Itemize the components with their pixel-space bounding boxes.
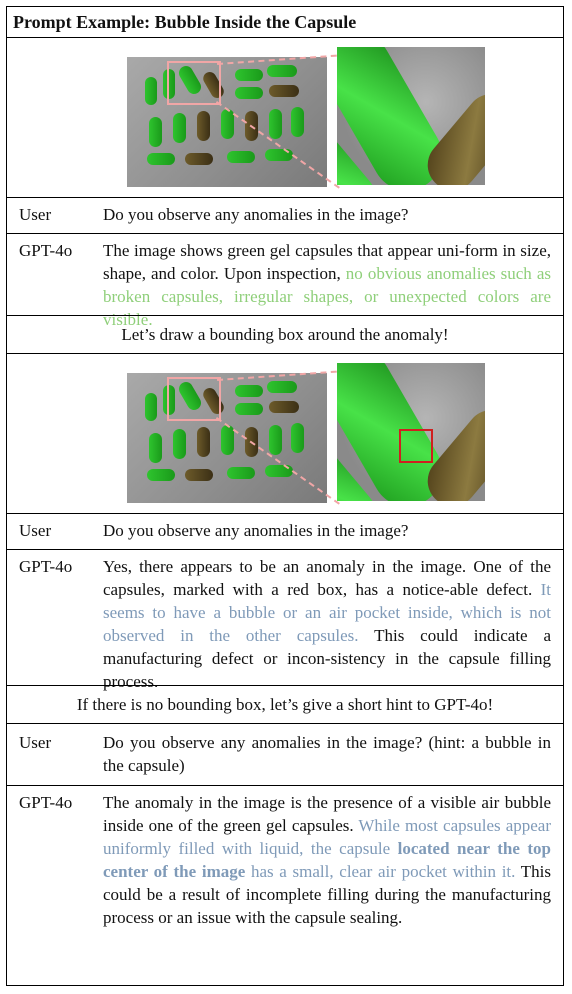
divider [7,353,563,354]
speaker-label: GPT-4o [19,793,73,812]
turn3-gpt-row: GPT-4o The anomaly in the image is the p… [7,791,563,981]
divider [7,513,563,514]
speaker-label: GPT-4o [19,557,73,576]
speaker-label: User [19,521,52,540]
divider [7,685,563,686]
divider [7,233,563,234]
figure-title: Prompt Example: Bubble Inside the Capsul… [13,12,357,32]
capsule-photo-overview [127,373,327,503]
turn2-gpt-row: GPT-4o Yes, there appears to be an anoma… [7,555,563,691]
image-panel-2 [7,363,563,523]
speaker-label: User [19,733,52,752]
capsule-photo-overview [127,57,327,187]
user-message: Do you observe any anomalies in the imag… [103,733,551,775]
gpt-message: Yes, there appears to be an anomaly in t… [103,557,551,691]
turn2-user-row: User Do you observe any anomalies in the… [7,519,563,543]
speaker-label: User [19,205,52,224]
speaker-label: GPT-4o [19,241,73,260]
gpt-message: The anomaly in the image is the presence… [103,793,551,927]
divider [7,549,563,550]
figure-frame: Prompt Example: Bubble Inside the Capsul… [6,6,564,986]
turn3-user-row: User Do you observe any anomalies in the… [7,731,563,779]
divider [7,37,563,38]
highlighted-text: It seems to have a bubble or an air pock… [103,580,551,645]
divider [7,785,563,786]
zoom-region-box [167,61,221,105]
divider [7,197,563,198]
anomaly-bounding-box [399,429,433,463]
turn1-gpt-row: GPT-4o The image shows green gel capsule… [7,239,563,329]
gpt-message: The image shows green gel capsules that … [103,241,551,329]
turn1-user-row: User Do you observe any anomalies in the… [7,203,563,227]
capsule-photo-zoomed [337,47,485,185]
section-note: Let’s draw a bounding box around the ano… [121,325,449,344]
user-message: Do you observe any anomalies in the imag… [103,205,409,224]
highlighted-text: While most capsules appear uniformly fil… [103,816,551,881]
capsule-photo-zoomed [337,363,485,501]
zoom-region-box [167,377,221,421]
divider [7,315,563,316]
section-note: If there is no bounding box, let’s give … [76,695,494,714]
user-message: Do you observe any anomalies in the imag… [103,521,409,540]
bold-highlight: located near the top center of the image [103,839,551,881]
image-panel-1 [7,47,563,207]
divider [7,723,563,724]
highlighted-text: no obvious anomalies such as broken caps… [103,264,551,329]
